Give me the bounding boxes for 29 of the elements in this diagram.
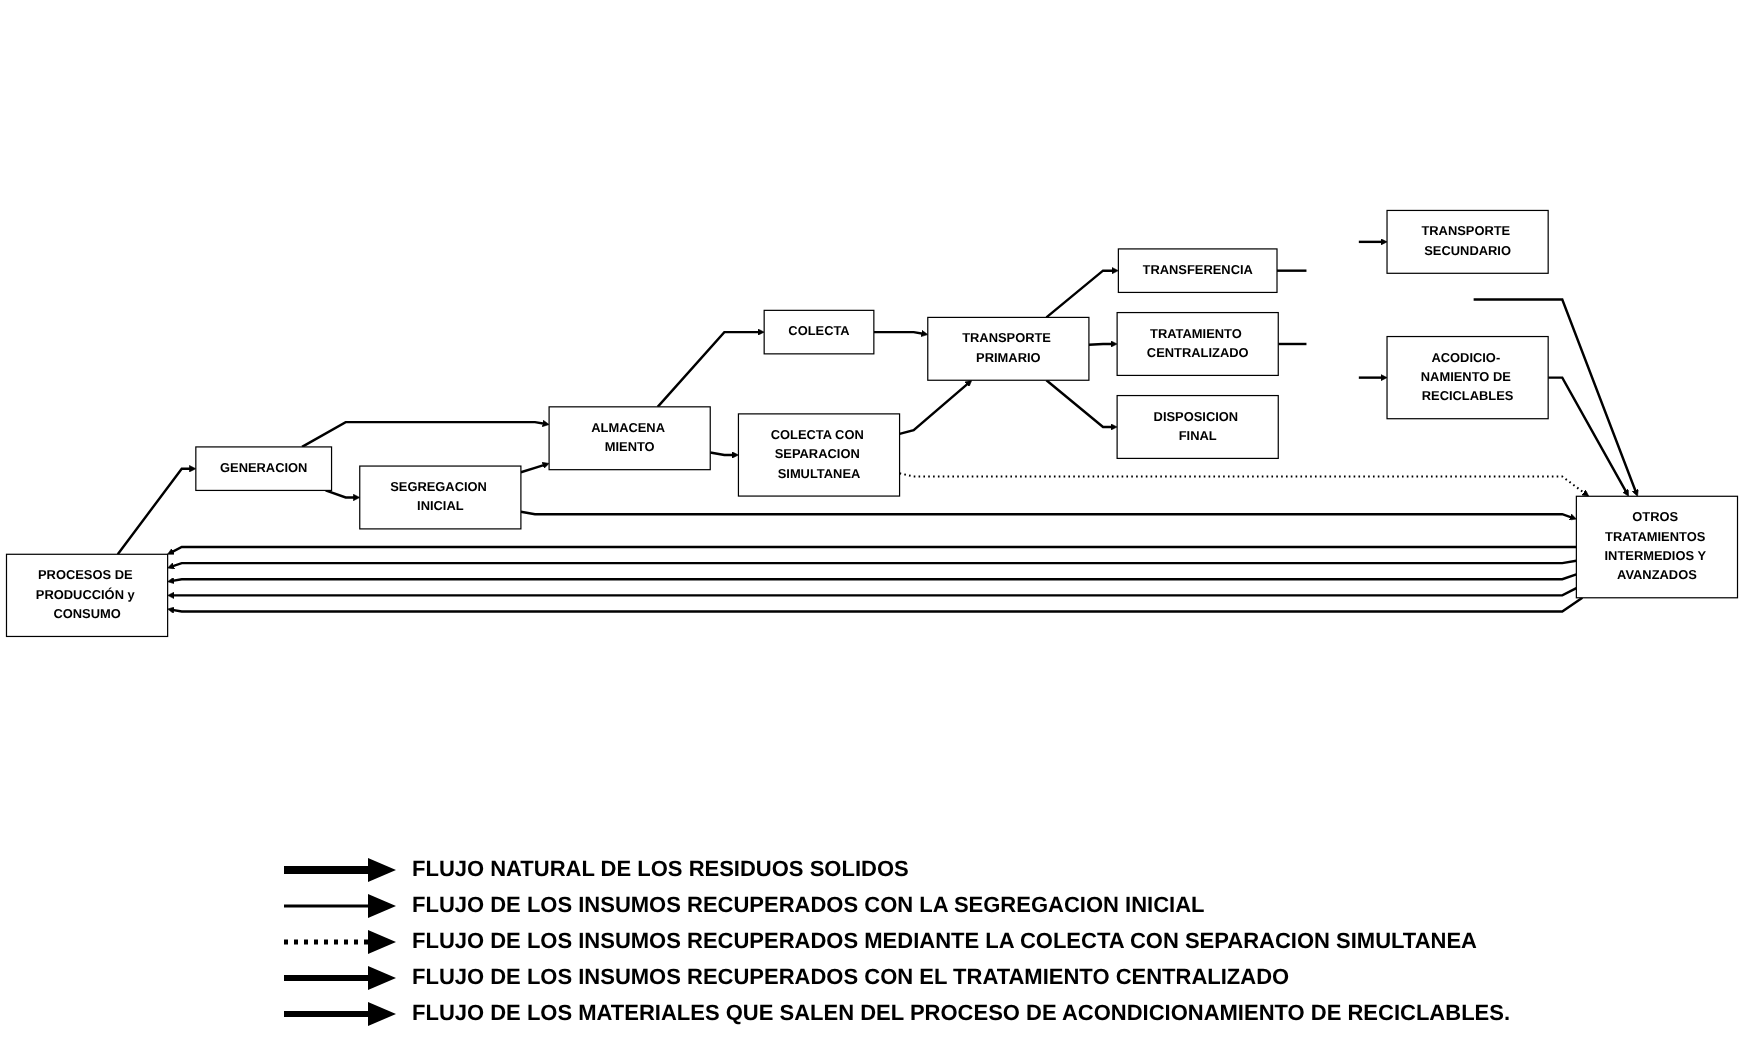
arrow — [116, 465, 197, 556]
arrow — [520, 511, 1577, 521]
arrow — [1473, 298, 1639, 498]
arrow — [873, 330, 929, 338]
arrow — [167, 546, 1577, 556]
arrow — [1045, 267, 1119, 319]
legend-text: FLUJO NATURAL DE LOS RESIDUOS SOLIDOS — [412, 858, 909, 882]
arrow — [710, 451, 739, 460]
legend-text: FLUJO DE LOS INSUMOS RECUPERADOS CON EL TRATAMIENTO CENTRALIZADO — [412, 966, 1290, 990]
legend-text: FLUJO DE LOS MATERIALES QUE SALEN DEL PROCESO DE ACONDICIONAMIENTO DE RECICLABLES. — [412, 1002, 1511, 1026]
legend-text: FLUJO DE LOS INSUMOS RECUPERADOS CON LA SEGREGACION INICIAL — [412, 894, 1205, 918]
connector — [1277, 270, 1307, 273]
legend-text: FLUJO DE LOS INSUMOS RECUPERADOS MEDIANTE LA COLECTA CON SEPARACION SIMULTANEA — [412, 930, 1477, 954]
connector — [1278, 343, 1307, 346]
arrow — [899, 472, 1590, 498]
arrow — [167, 573, 1577, 585]
arrow — [301, 420, 550, 449]
arrow — [899, 380, 973, 436]
arrow — [167, 587, 1577, 600]
arrow — [1045, 379, 1118, 432]
arrow — [1088, 341, 1118, 349]
arrow — [167, 597, 1584, 615]
arrow — [167, 560, 1577, 570]
arrow — [656, 329, 765, 409]
arrow — [1548, 376, 1629, 498]
arrow — [325, 489, 361, 502]
arrow — [1358, 374, 1388, 382]
arrow — [520, 462, 550, 474]
arrow — [1358, 238, 1388, 246]
